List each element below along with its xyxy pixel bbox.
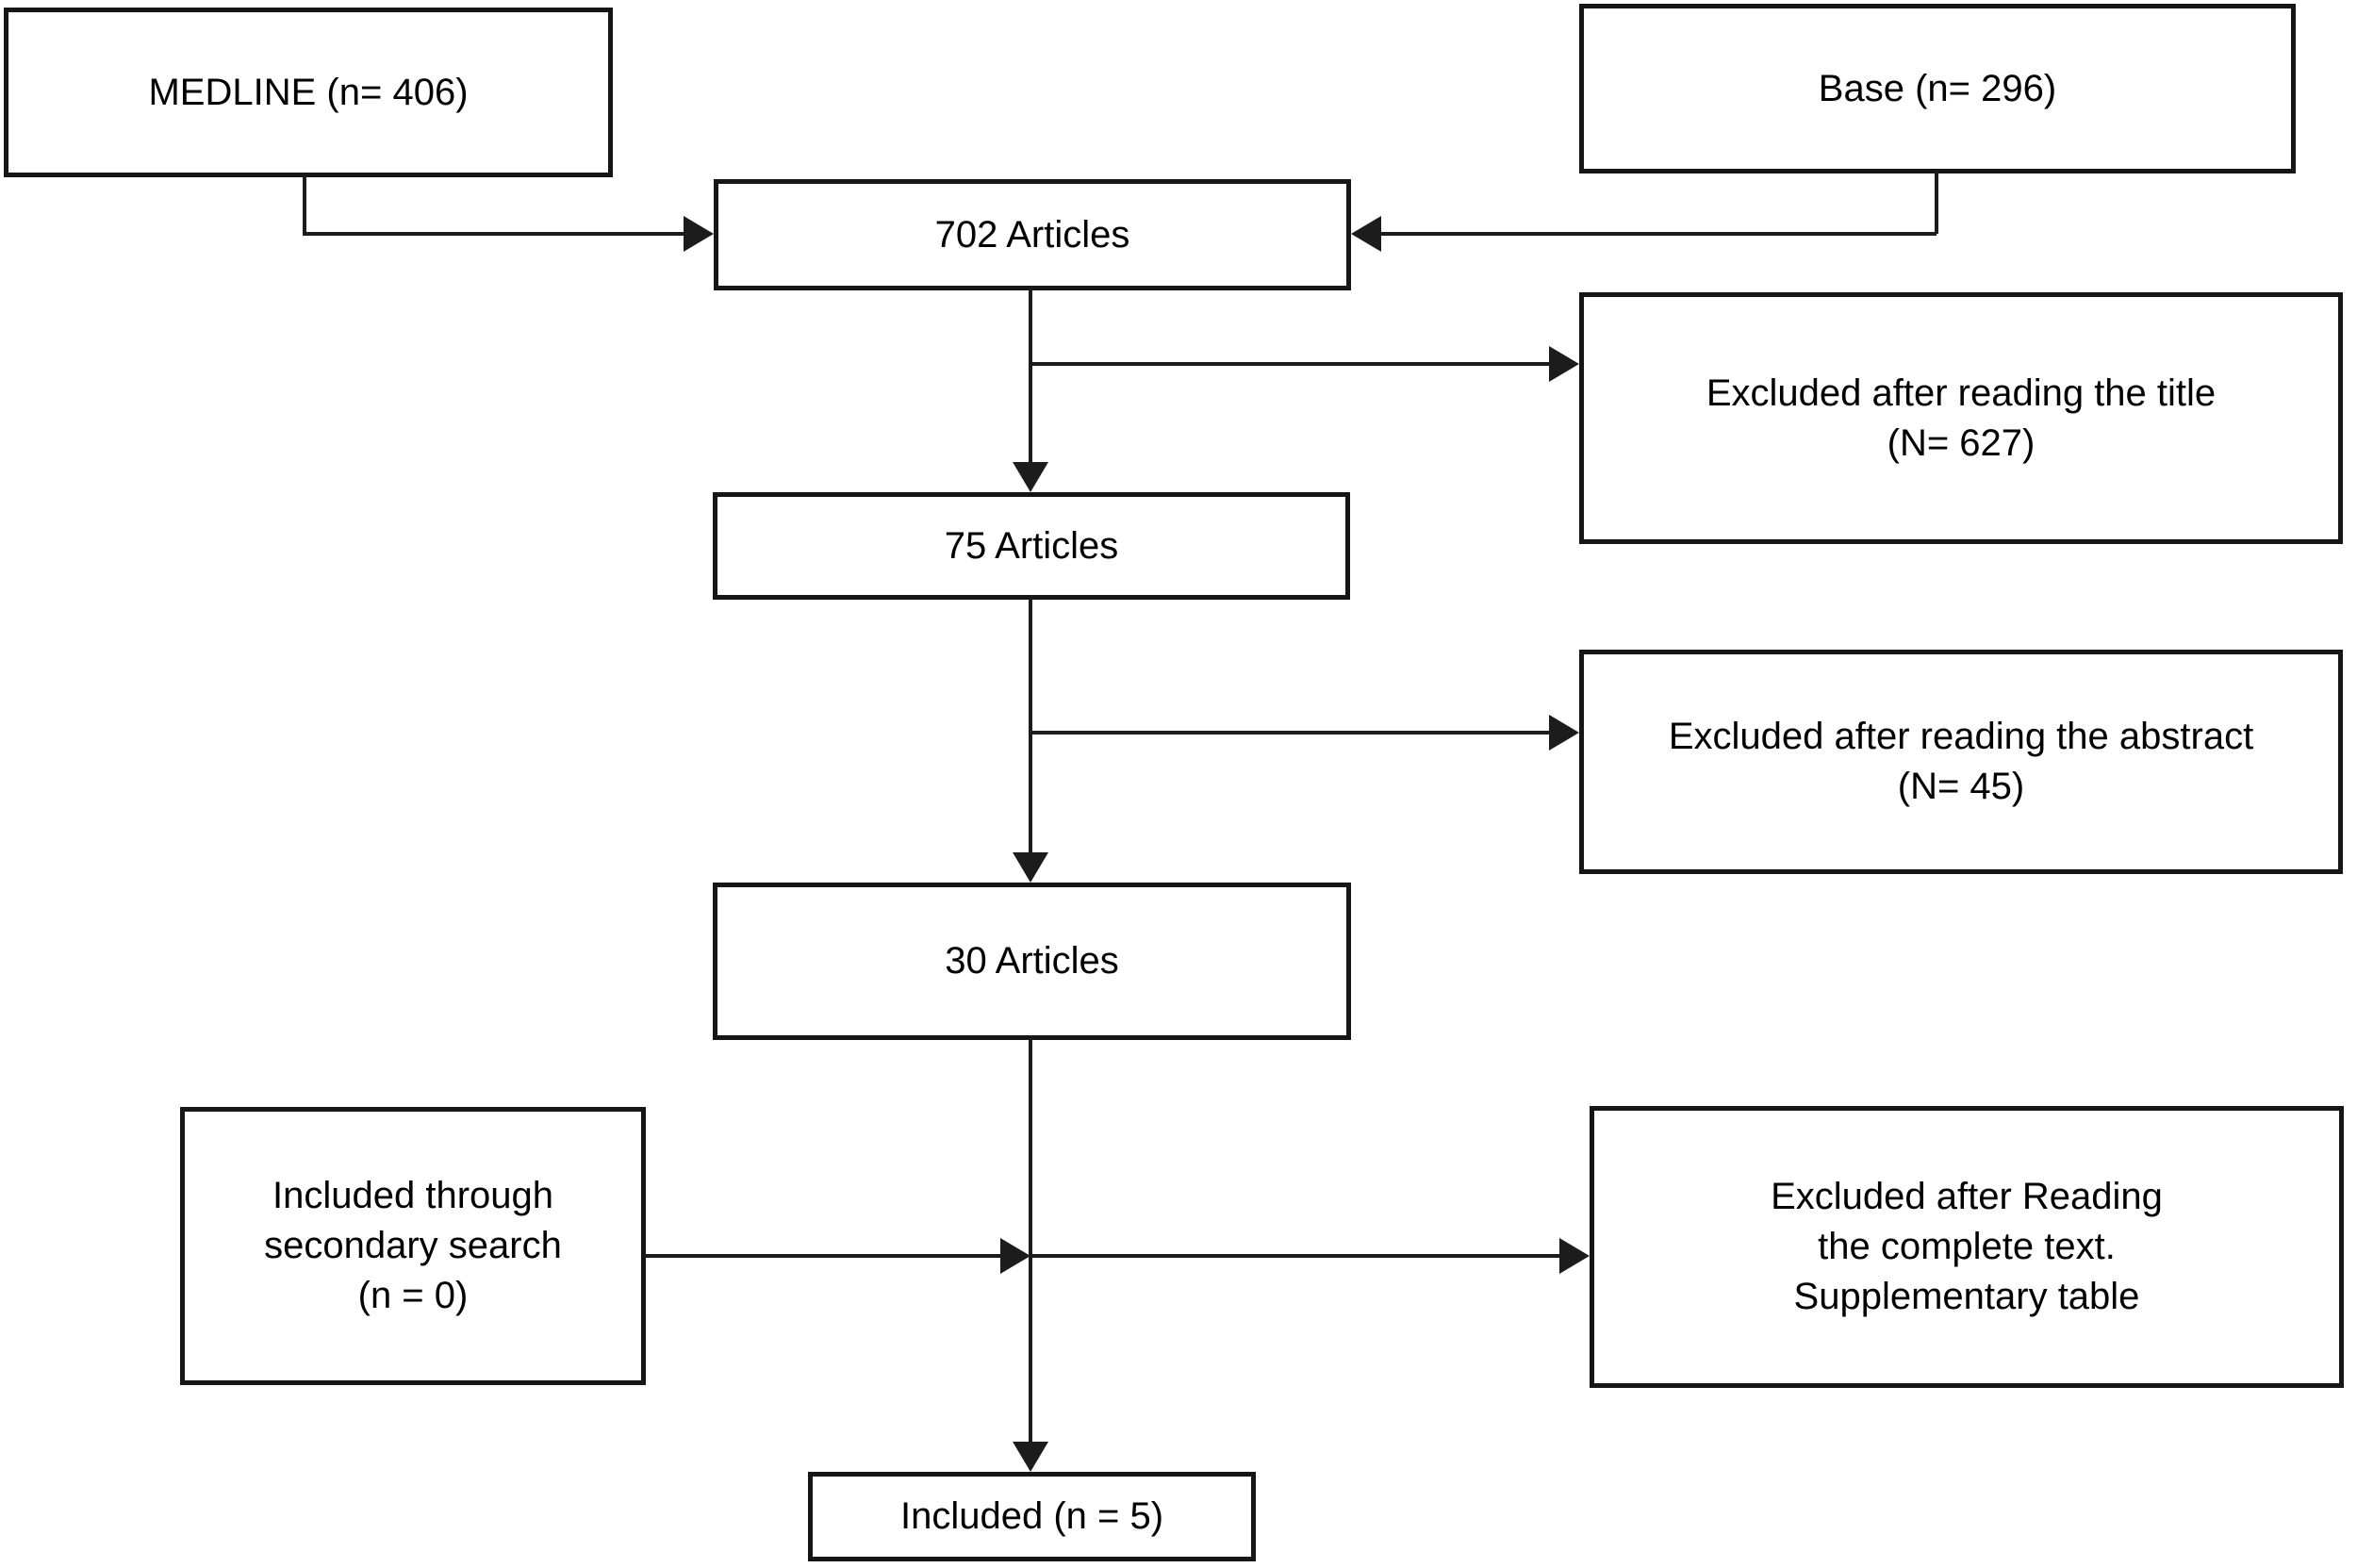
702-to-75-arrowhead-icon [1013,462,1048,492]
excluded-abstract-box: Excluded after reading the abstract (N= … [1579,650,2343,874]
articles-30-label: 30 Articles [945,940,1119,982]
excluded-title-box: Excluded after reading the title (N= 627… [1579,292,2343,544]
articles-30-box: 30 Articles [713,883,1351,1040]
medline-to-702-arrowhead-icon [684,216,714,252]
main-to-excluded-fulltext-arrowhead-icon [1559,1238,1590,1274]
medline-to-702-line [303,232,684,236]
base-to-702-stem-line [1935,171,1938,234]
base-box: Base (n= 296) [1579,4,2296,173]
75-to-excluded-abstract-arrowhead-icon [1549,715,1579,751]
articles-75-label: 75 Articles [944,524,1119,567]
30-to-included-line [1029,1038,1032,1444]
excluded-title-label: Excluded after reading the title (N= 627… [1706,371,2217,464]
excluded-fulltext-box: Excluded after Reading the complete text… [1590,1106,2344,1388]
75-to-excluded-abstract-line [1030,731,1549,734]
secondary-to-main-line [644,1254,1002,1258]
base-to-702-line [1381,232,1937,236]
75-to-30-arrowhead-icon [1013,852,1048,883]
75-to-30-line [1029,598,1032,854]
secondary-to-main-arrowhead-icon [1000,1238,1030,1274]
articles-702-box: 702 Articles [714,179,1351,290]
702-to-75-line [1029,289,1032,464]
30-to-included-arrowhead-icon [1013,1442,1048,1472]
medline-to-702-stem-line [303,175,306,234]
excluded-fulltext-label: Excluded after Reading the complete text… [1771,1176,2163,1317]
702-to-excluded-title-arrowhead-icon [1549,346,1579,382]
702-to-excluded-title-line [1030,362,1549,366]
base-to-702-arrowhead-icon [1351,216,1381,252]
articles-75-box: 75 Articles [713,492,1350,600]
included-box: Included (n = 5) [808,1472,1256,1561]
included-label: Included (n = 5) [899,1495,1164,1538]
base-label: Base (n= 296) [1818,67,2057,109]
medline-box: MEDLINE (n= 406) [4,8,613,177]
main-to-excluded-fulltext-line [1030,1254,1561,1258]
secondary-search-label: Included through secondary search (n = 0… [264,1175,562,1316]
secondary-search-box: Included through secondary search (n = 0… [180,1107,646,1385]
medline-label: MEDLINE (n= 406) [148,71,469,113]
excluded-abstract-label: Excluded after reading the abstract (N= … [1668,716,2254,807]
articles-702-label: 702 Articles [934,213,1130,256]
